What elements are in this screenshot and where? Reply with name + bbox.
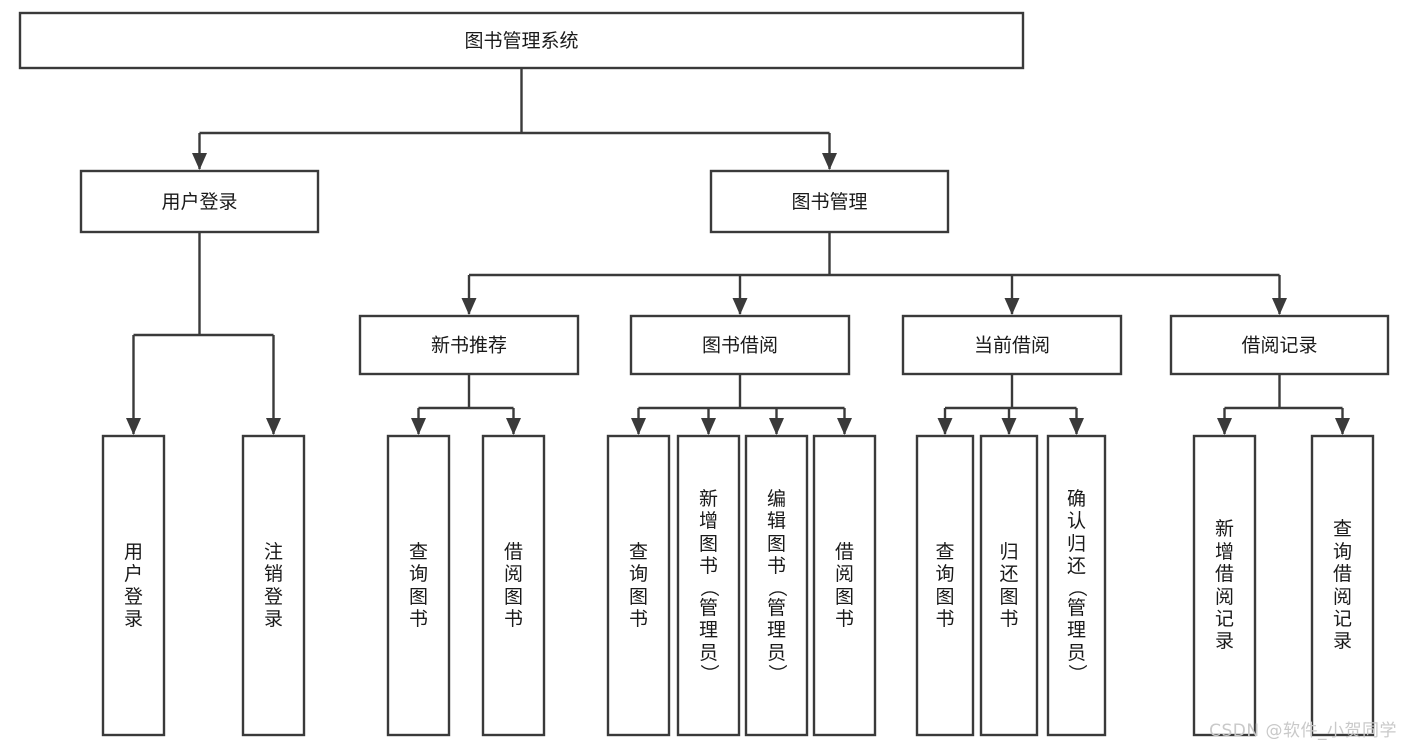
node-leaf-4[interactable] <box>606 434 671 737</box>
node-leaf-0[interactable] <box>101 434 166 737</box>
node-level3-label-3: 当前借阅 <box>974 335 1050 357</box>
arrow-to-level3-2 <box>732 298 748 315</box>
connector-layer <box>126 68 1350 435</box>
node-root-label: 图书管理系统 <box>464 30 578 52</box>
node-leaf-1[interactable] <box>241 434 306 737</box>
node-leaf-11[interactable] <box>1192 434 1257 737</box>
node-leaf-10[interactable] <box>1046 434 1107 737</box>
node-box-layer <box>18 11 1390 737</box>
node-leaf-3[interactable] <box>481 434 546 737</box>
arrow-to-leaf-3 <box>506 418 521 435</box>
arrow-to-leaf-5 <box>701 418 716 435</box>
node-level2-label-2: 图书管理 <box>791 191 867 213</box>
node-level3-1[interactable] <box>358 314 580 376</box>
watermark: CSDN @软件_小贺同学 <box>1209 721 1397 741</box>
arrow-to-leaf-4 <box>631 418 646 435</box>
node-leaf-8[interactable] <box>915 434 975 737</box>
arrow-to-leaf-7 <box>837 418 852 435</box>
arrow-to-level3-3 <box>1004 298 1020 315</box>
node-level2-label-1: 用户登录 <box>161 191 237 213</box>
node-level3-4[interactable] <box>1169 314 1390 376</box>
node-level3-label-1: 新书推荐 <box>431 335 507 357</box>
node-leaf-12[interactable] <box>1310 434 1375 737</box>
node-leaf-9[interactable] <box>979 434 1039 737</box>
arrow-to-leaf-0 <box>126 418 141 435</box>
node-leaf-2[interactable] <box>386 434 451 737</box>
node-level3-3[interactable] <box>901 314 1123 376</box>
arrow-to-level3-1 <box>461 298 477 315</box>
node-level3-label-2: 图书借阅 <box>702 335 778 357</box>
arrow-to-leaf-10 <box>1069 418 1084 435</box>
arrow-to-leaf-8 <box>937 418 953 435</box>
arrow-to-leaf-1 <box>266 418 281 435</box>
node-level2-2[interactable] <box>709 169 950 234</box>
arrow-to-level3-4 <box>1272 298 1287 315</box>
node-level3-2[interactable] <box>629 314 851 376</box>
arrow-to-leaf-2 <box>411 418 426 435</box>
node-root[interactable] <box>18 11 1025 70</box>
node-level3-label-4: 借阅记录 <box>1241 335 1317 357</box>
arrow-to-leaf-6 <box>769 418 784 435</box>
node-leaf-7[interactable] <box>812 434 877 737</box>
arrow-to-leaf-12 <box>1335 418 1350 435</box>
node-level2-1[interactable] <box>79 169 320 234</box>
arrow-to-leaf-9 <box>1001 418 1017 435</box>
node-leaf-6[interactable] <box>744 434 809 737</box>
node-leaf-5[interactable] <box>676 434 741 737</box>
arrow-to-leaf-11 <box>1217 418 1232 435</box>
arrow-to-user-login <box>192 153 207 170</box>
arrow-to-book-management <box>822 153 837 170</box>
